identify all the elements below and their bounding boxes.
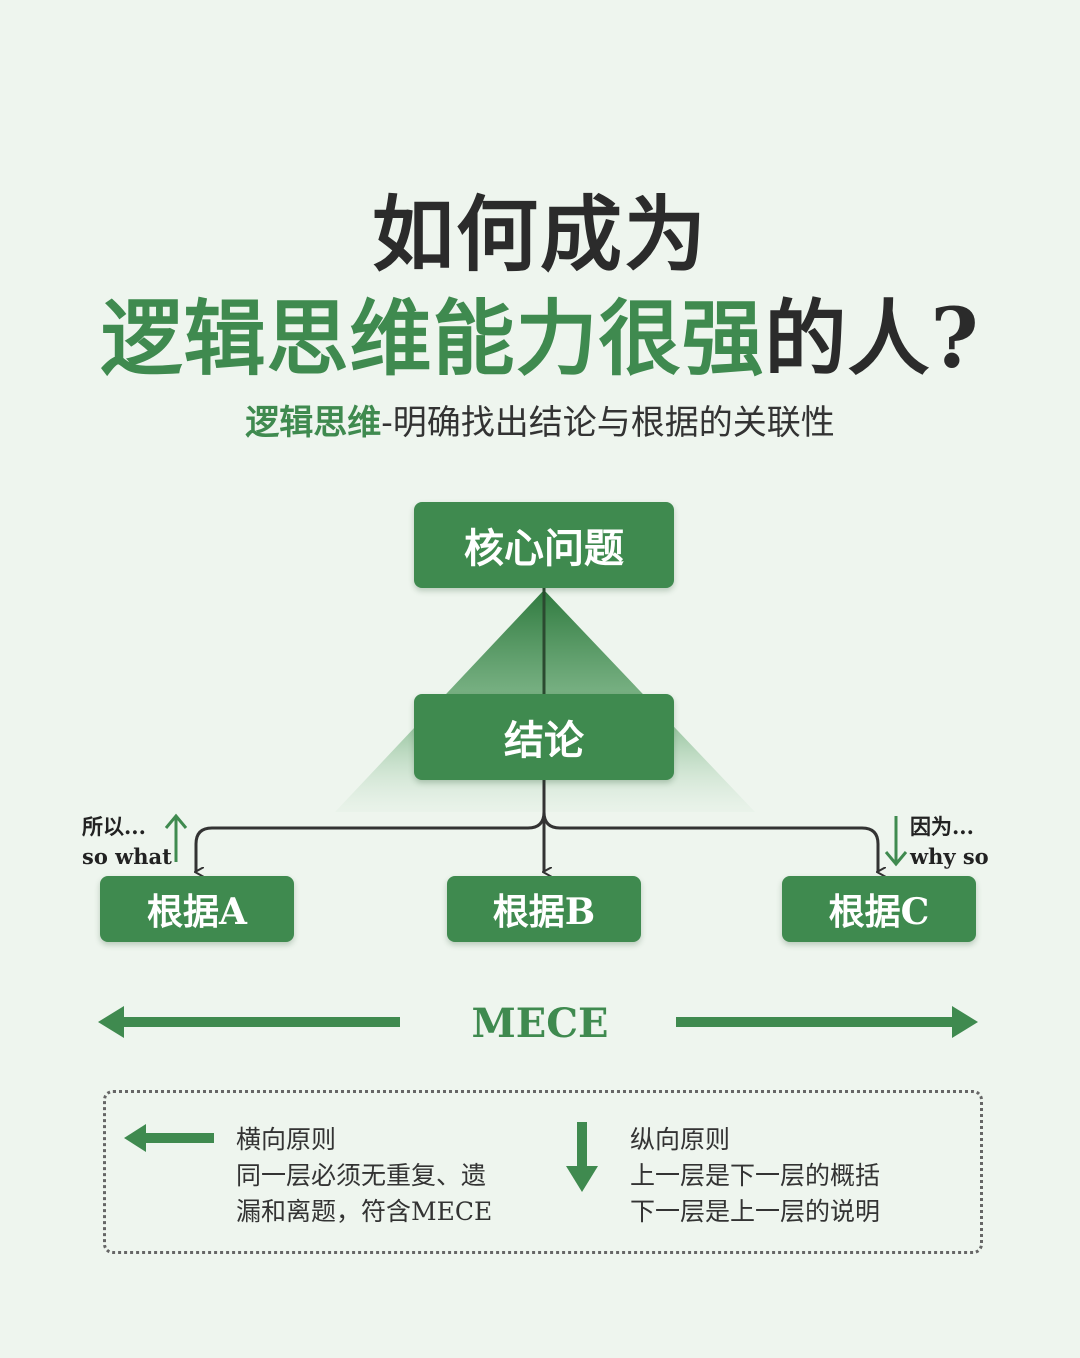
vertical-line-1: 上一层是下一层的概括 [630,1161,881,1190]
title-line-2: 逻辑思维能力很强的人? [0,272,1080,391]
subtitle: 逻辑思维-明确找出结论与根据的关联性 [0,395,1080,444]
why-so-cn: 因为... [910,814,974,839]
so-what-note: 所以... so what [82,812,172,872]
arrow-down-icon [884,816,908,867]
basis-a-box: 根据A [100,876,294,942]
conclusion-box: 结论 [414,694,674,780]
mece-label: MECE [471,1000,609,1047]
vertical-title: 纵向原则 [630,1125,731,1154]
vertical-line-2: 下一层是上一层的说明 [630,1197,881,1226]
why-so-en: why so [910,844,989,869]
title-line-1: 如何成为 [371,187,708,283]
so-what-cn: 所以... [82,814,146,839]
mece-right-arrow-icon [676,1006,978,1038]
title-rest: 的人? [764,291,980,387]
mece-left-arrow-icon [98,1006,400,1038]
core-issue-box: 核心问题 [414,502,674,588]
title-highlight: 逻辑思维能力很强 [100,291,765,387]
vertical-principle: 纵向原则 上一层是下一层的概括 下一层是上一层的说明 [630,1122,880,1230]
basis-c-box: 根据C [782,876,976,942]
horizontal-principle: 横向原则 同一层必须无重复、遗 漏和离题，符含MECE [236,1122,492,1230]
horizontal-line-1: 同一层必须无重复、遗 [236,1161,487,1190]
why-so-note: 因为... why so [910,812,989,872]
so-what-en: so what [82,844,172,869]
subtitle-rest: -明确找出结论与根据的关联性 [381,403,835,443]
legend-box [103,1090,983,1254]
horizontal-line-2: 漏和离题，符含MECE [236,1197,493,1226]
legend-left-arrow-icon [124,1124,214,1152]
legend-down-arrow-icon [566,1122,598,1192]
arrow-up-icon [164,813,188,862]
basis-b-box: 根据B [447,876,641,942]
subtitle-highlight: 逻辑思维 [245,403,382,443]
horizontal-title: 横向原则 [236,1125,337,1154]
connector-to-c [542,780,878,872]
